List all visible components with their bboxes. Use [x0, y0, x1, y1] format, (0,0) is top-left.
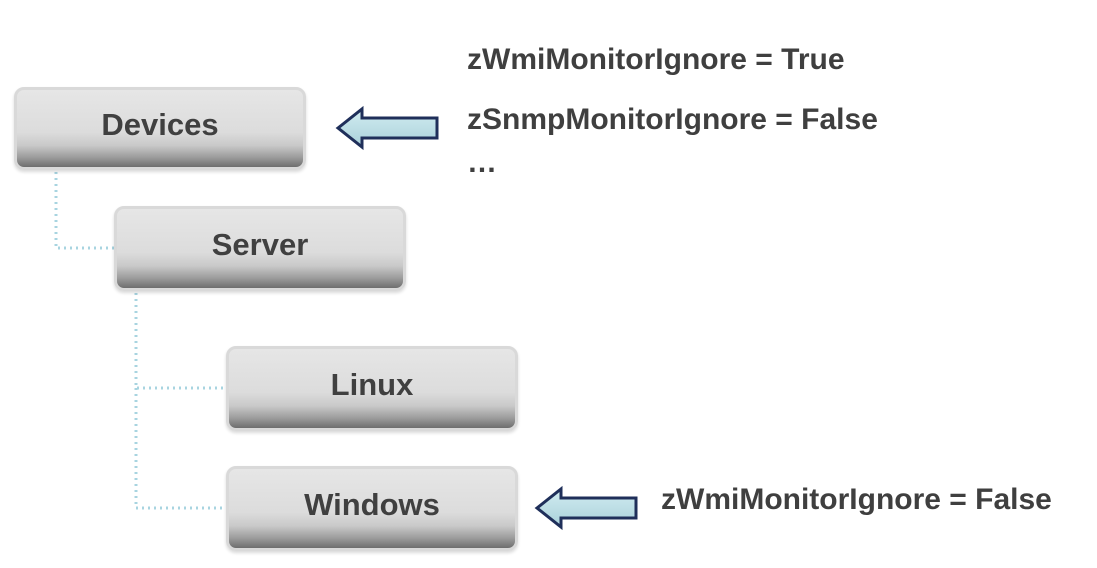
- node-devices: Devices: [14, 87, 306, 170]
- node-server-label: Server: [211, 226, 309, 262]
- node-windows: Windows: [226, 466, 518, 551]
- devices-property-wmi: zWmiMonitorIgnore = True: [467, 43, 845, 76]
- connector-server-windows: [134, 388, 226, 510]
- connector-server-linux: [134, 293, 226, 390]
- devices-property-snmp: zSnmpMonitorIgnore = False: [467, 103, 878, 136]
- node-linux-label: Linux: [330, 366, 414, 402]
- arrow-windows: [534, 485, 638, 531]
- windows-property-wmi: zWmiMonitorIgnore = False: [661, 483, 1052, 516]
- node-server: Server: [114, 206, 406, 291]
- devices-property-more: …: [467, 146, 497, 179]
- node-windows-label: Windows: [304, 486, 440, 522]
- node-devices-label: Devices: [101, 106, 219, 142]
- node-linux: Linux: [226, 346, 518, 431]
- arrow-devices: [335, 105, 439, 151]
- connector-devices-server: [54, 172, 114, 250]
